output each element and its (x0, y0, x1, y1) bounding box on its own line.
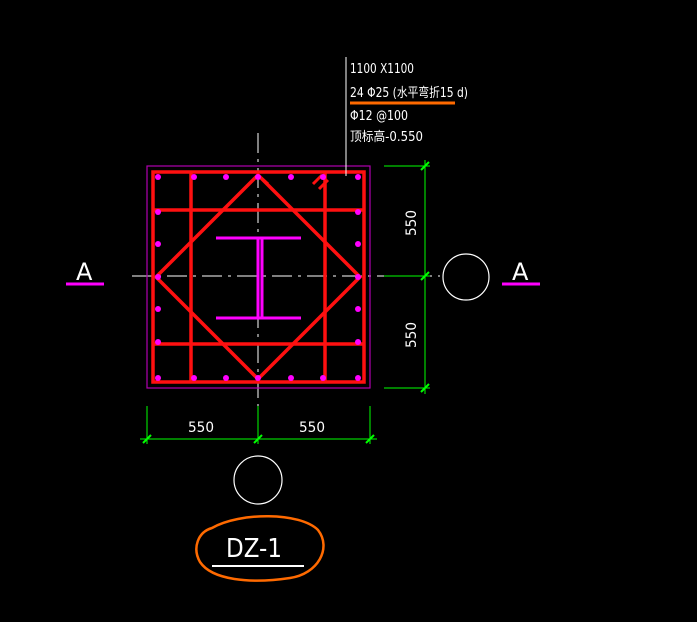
dim-bottom-right: 550 (299, 420, 325, 436)
dim-bottom-left: 550 (188, 420, 214, 436)
annotation-top-elevation: 顶标高-0.550 (350, 129, 423, 145)
drawing-title: DZ-1 (226, 534, 282, 564)
title-highlight-circle (195, 515, 325, 582)
annotation-stirrup: Φ12 @100 (350, 109, 408, 124)
section-mark-left: A (76, 258, 93, 286)
bottom-dimension (140, 406, 377, 444)
axis-bubble-right (442, 253, 490, 301)
right-dimension (384, 160, 430, 394)
stirrup-hook-2 (317, 178, 330, 191)
dim-right-top: 550 (404, 210, 420, 236)
annotation-size: 1100 X1100 (350, 62, 414, 77)
rebar-dots (155, 174, 361, 381)
axis-bubble-bottom (233, 455, 283, 505)
annotation-main-rebar: 24 Φ25 (水平弯折15 d) (350, 85, 468, 101)
section-mark-right: A (512, 258, 529, 286)
column-outline (146, 165, 371, 389)
outer-stirrup (151, 170, 366, 384)
dim-right-bottom: 550 (404, 322, 420, 348)
steel-i-section (216, 236, 301, 320)
